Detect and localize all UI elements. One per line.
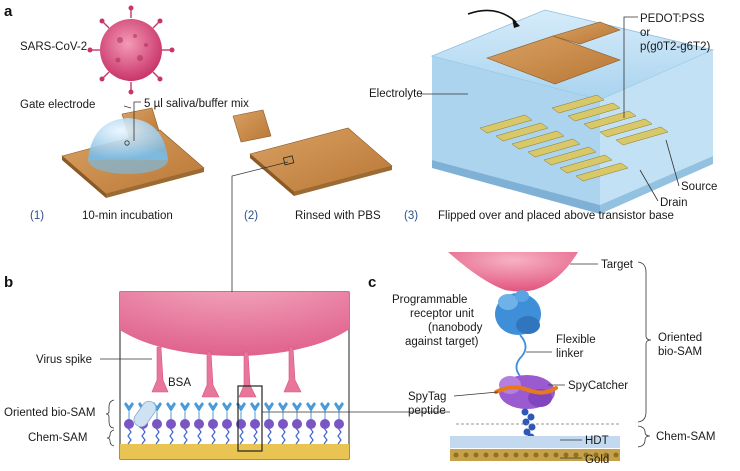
chem-sam-bracket-c: [637, 425, 651, 448]
sars-cov-2-virus-icon: [87, 5, 175, 95]
gate-electrode-leader: [123, 105, 132, 109]
step-1-text: 10-min incubation: [82, 210, 173, 222]
nanobody-receptor: [495, 290, 541, 335]
panel-b-label: b: [4, 274, 13, 291]
virus-spike-label: Virus spike: [36, 354, 92, 366]
step-2-number: (2): [244, 210, 258, 222]
flip-arrow-icon: [467, 9, 517, 23]
gold-atoms: [453, 452, 619, 458]
droplet-label: 5 µl saliva/buffer mix: [144, 98, 249, 110]
bsa-protein: [133, 400, 157, 428]
gold-layer: [120, 444, 349, 459]
oriented-bio-sam-label-b: Oriented bio-SAM: [4, 407, 95, 419]
material-label-line2: or: [640, 27, 650, 39]
gold-label: Gold: [585, 454, 609, 466]
bsa-label: BSA: [168, 377, 191, 389]
spycatcher-label: SpyCatcher: [568, 380, 628, 392]
hdt-layer: [450, 436, 620, 448]
spytag-label-line2: peptide: [408, 405, 446, 417]
receptor-label-line4: against target): [405, 336, 479, 348]
chem-sam-chains: [127, 427, 342, 445]
panel-c-label: c: [368, 274, 376, 291]
virus-surface: [120, 292, 349, 356]
source-label: Source: [681, 181, 717, 193]
target-label: Target: [601, 259, 634, 271]
gate-electrode-2: [232, 109, 393, 196]
hdt-label: HDT: [585, 435, 609, 447]
receptor-label-line3: (nanobody: [428, 322, 483, 334]
saliva-droplet: [88, 118, 168, 174]
oriented-bio-sam-bracket-c: [637, 261, 652, 423]
virus-label: SARS-CoV-2: [20, 41, 87, 53]
zoom-inset: [119, 291, 350, 460]
unit-highlight-box: [237, 385, 263, 452]
panel-a-label: a: [4, 3, 13, 20]
oriented-bio-sam-label-c1: Oriented: [658, 332, 702, 344]
receptor-label-line2: receptor unit: [410, 308, 475, 320]
step-2-text: Rinsed with PBS: [295, 210, 381, 222]
step-1-number: (1): [30, 210, 44, 222]
chem-sam-label-b: Chem-SAM: [28, 432, 87, 444]
step-3-number: (3): [404, 210, 418, 222]
target-particle: [448, 252, 578, 292]
flexible-linker-label-line2: linker: [556, 348, 584, 360]
flip-arrow-head-icon: [512, 18, 520, 28]
flexible-linker: [515, 334, 527, 377]
chem-sam-label-c: Chem-SAM: [656, 431, 715, 443]
receptor-label-line1: Programmable: [392, 294, 467, 306]
flipped-gate-electrode: [486, 21, 621, 85]
spytag-leader: [453, 391, 499, 397]
chem-sam-bracket-b: [106, 429, 115, 447]
zoom-leader-line: [231, 161, 289, 292]
flexible-linker-label-line1: Flexible: [556, 334, 596, 346]
drain-leader: [639, 169, 659, 202]
virus-spikes: [151, 346, 302, 398]
droplet-leader: [133, 101, 141, 141]
bio-sam-bracket-b: [105, 399, 115, 429]
drain-label: Drain: [660, 197, 687, 209]
chem-linker-chain: [521, 408, 536, 441]
source-leader: [665, 139, 680, 187]
spytag-label-line1: SpyTag: [408, 391, 446, 403]
electrolyte-label: Electrolyte: [369, 88, 423, 100]
material-leader: [623, 16, 638, 118]
transistor-channels: [479, 94, 669, 182]
gate-electrode-label: Gate electrode: [20, 99, 95, 111]
oriented-bio-sam-label-c2: bio-SAM: [658, 346, 702, 358]
material-label-line1: PEDOT:PSS: [640, 13, 705, 25]
step-3-text: Flipped over and placed above transistor…: [438, 210, 674, 222]
spytag-peptide: [494, 385, 558, 395]
material-label-line3: p(g0T2-g6T2): [640, 41, 710, 53]
